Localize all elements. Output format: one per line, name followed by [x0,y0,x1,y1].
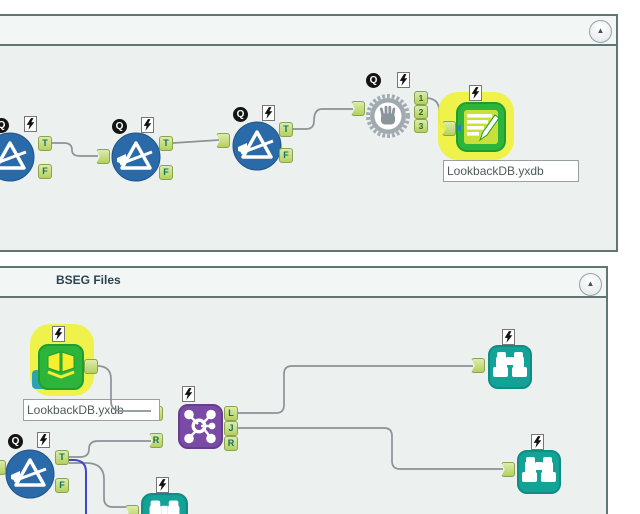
browse-tool-1[interactable] [488,345,532,394]
output-data-icon [456,102,506,152]
lightning-badge [37,432,50,448]
drop-caret-icon [456,124,461,132]
annotation-label[interactable]: LookbackDB.yxdb [23,399,160,421]
input-data-tool[interactable] [38,344,84,395]
lightning-badge [182,386,195,402]
stop-hand-gear-icon [366,94,410,138]
anchor-output-2[interactable]: 2 [414,105,428,119]
annotation-label[interactable]: LookbackDB.yxdb [443,160,579,182]
lightning-badge [156,477,169,493]
filter-icon [5,449,55,499]
filter-icon [111,132,161,182]
lightning-icon [158,479,167,491]
q-badge: Q [233,107,248,122]
q-badge: Q [112,119,127,134]
filter-icon [232,121,282,171]
filter-tool-2[interactable] [110,131,162,188]
filter-tool-1[interactable] [0,131,36,188]
lightning-icon [184,388,193,400]
lightning-icon [26,118,35,130]
block-until-done-tool[interactable] [364,92,412,145]
binoculars-icon [517,450,561,494]
anchor-output-F[interactable]: F [55,478,69,493]
lightning-icon [264,107,273,119]
anchor-output-F[interactable]: F [38,164,52,179]
filter-tool-3[interactable] [231,120,283,177]
join-tool[interactable] [178,404,223,454]
anchor-output-T[interactable]: T [38,136,52,151]
anchor-output-J[interactable]: J [224,421,238,436]
join-icon [178,404,223,449]
anchor-input[interactable] [0,460,6,475]
anchor-output-F[interactable]: F [159,165,173,180]
anchor-output-T[interactable]: T [55,450,69,465]
binoculars-icon [488,345,532,389]
anchor-output-R[interactable]: R [224,436,238,451]
output-data-tool[interactable] [456,102,506,157]
anchor-output-3[interactable]: 3 [414,119,428,133]
q-badge: Q [8,434,23,449]
lightning-badge [262,105,275,121]
lightning-badge [24,116,37,132]
lightning-icon [399,74,408,86]
collapse-button[interactable]: ▲ [579,273,602,296]
browse-tool-2[interactable] [517,450,561,499]
anchor-output-T[interactable]: T [159,136,173,151]
lightning-badge [469,85,482,101]
q-badge: Q [366,73,381,88]
container-title: BSEG Files [56,273,121,287]
binoculars-icon [141,493,188,514]
tool-container-top[interactable]: ▲ [0,14,618,252]
lightning-icon [143,119,152,131]
input-data-icon [38,344,84,390]
filter-tool-4[interactable] [4,448,56,505]
anchor-output-T[interactable]: T [279,122,293,137]
q-badge: Q [0,118,9,133]
filter-icon [0,132,35,182]
collapse-button[interactable]: ▲ [589,20,612,43]
lightning-badge [52,326,65,342]
lightning-badge [502,329,515,345]
anchor-output[interactable] [84,359,98,374]
lightning-icon [39,434,48,446]
anchor-output-1[interactable]: 1 [414,91,428,105]
lightning-icon [471,87,480,99]
lightning-badge [397,72,410,88]
browse-tool-3[interactable] [141,493,188,514]
chevron-up-icon: ▲ [586,279,595,288]
lightning-icon [54,328,63,340]
anchor-output-L[interactable]: L [224,406,238,421]
lightning-badge [531,434,544,450]
container-header: ▲ [0,16,616,46]
anchor-output-F[interactable]: F [279,148,293,163]
lightning-badge [141,117,154,133]
chevron-up-icon: ▲ [596,26,605,35]
lightning-icon [533,436,542,448]
container-header: BSEG Files ▲ [0,268,606,298]
lightning-icon [504,331,513,343]
